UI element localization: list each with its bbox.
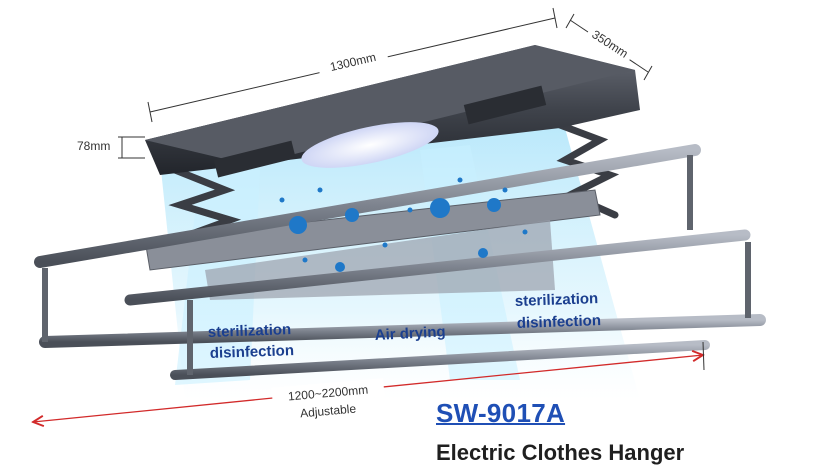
- feature-right-line1: sterilization: [515, 290, 599, 310]
- height-label: 78mm: [77, 139, 110, 153]
- span-dimension: 1200~2200mm Adjustable: [33, 341, 704, 422]
- ceiling-unit: [145, 45, 640, 178]
- germ-icons: [279, 177, 528, 272]
- span-label: 1200~2200mm: [287, 383, 368, 404]
- feature-right-line2: disinfection: [517, 312, 602, 332]
- span-note: Adjustable: [300, 402, 357, 421]
- feature-center: Air drying: [374, 323, 446, 344]
- feature-left-line1: sterilization: [208, 321, 292, 341]
- width-label: 350mm: [589, 27, 630, 61]
- feature-left-line2: disinfection: [210, 342, 295, 362]
- height-dimension: 78mm: [77, 136, 145, 159]
- product-name: Electric Clothes Hanger: [436, 440, 685, 465]
- length-label: 1300mm: [329, 50, 378, 74]
- model-number: SW-9017A: [436, 398, 566, 428]
